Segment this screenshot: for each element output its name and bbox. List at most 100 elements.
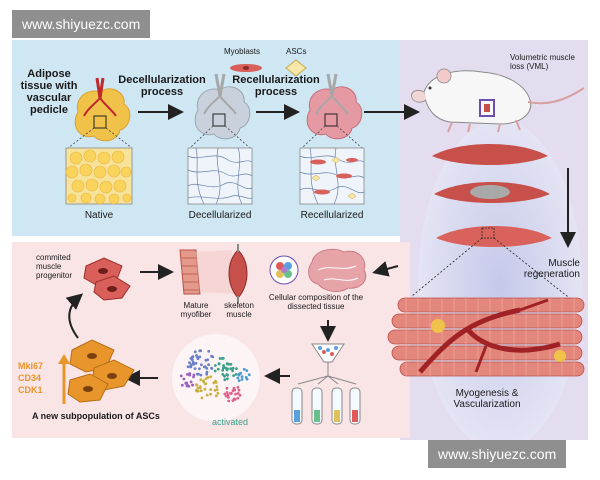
cluster-dot bbox=[237, 373, 241, 377]
cluster-dot bbox=[202, 365, 206, 369]
native-label: Native bbox=[84, 210, 114, 221]
cluster-dot bbox=[239, 371, 243, 375]
cluster-dot bbox=[186, 373, 189, 376]
cluster-dot bbox=[231, 399, 235, 402]
cluster-dot bbox=[245, 369, 249, 372]
cluster-dot bbox=[200, 363, 203, 367]
myoblasts-label: Myoblasts bbox=[224, 47, 261, 56]
cluster-dot bbox=[227, 396, 230, 399]
regeneration-label: Muscle regeneration bbox=[523, 258, 580, 280]
cluster-dot bbox=[235, 367, 238, 370]
cluster-dot bbox=[193, 367, 197, 370]
cluster-dot bbox=[236, 392, 240, 395]
cluster-dot bbox=[195, 354, 198, 357]
cell-sorter-icon bbox=[291, 343, 361, 425]
cluster-dot bbox=[209, 392, 213, 396]
muscle-fiber-bundle bbox=[387, 297, 585, 377]
cluster-dot bbox=[214, 379, 217, 383]
cluster-dot bbox=[223, 392, 227, 396]
mature-myofiber-label: Mature myofiber bbox=[180, 301, 212, 319]
cluster-dot bbox=[234, 373, 238, 376]
decellularized-label: Decellularized bbox=[188, 210, 252, 221]
cluster-dot bbox=[204, 382, 208, 385]
decellularized-scaffold-icon bbox=[194, 73, 251, 140]
cluster-dot bbox=[209, 375, 213, 379]
cluster-dot bbox=[199, 373, 203, 377]
muscle-progenitor-icon bbox=[83, 257, 131, 301]
cluster-dot bbox=[206, 358, 210, 362]
cluster-dot bbox=[205, 372, 209, 376]
watermark-top: www.shiyuezc.com bbox=[12, 10, 151, 38]
cluster-dot bbox=[206, 376, 210, 379]
cluster-dot bbox=[199, 378, 203, 382]
cluster-dot bbox=[209, 388, 213, 391]
cluster-dot bbox=[225, 386, 229, 390]
cluster-dot bbox=[226, 377, 229, 381]
injured-muscle-1 bbox=[432, 144, 548, 165]
cluster-dot bbox=[196, 386, 200, 390]
activated-label: activated bbox=[212, 417, 249, 427]
injured-muscle-2 bbox=[434, 182, 550, 203]
cluster-dot bbox=[205, 393, 209, 397]
recellularized-scaffold-icon bbox=[306, 73, 363, 140]
cluster-dot bbox=[218, 357, 222, 360]
cluster-dot bbox=[240, 378, 244, 381]
cluster-dot bbox=[237, 379, 241, 383]
cluster-dot bbox=[188, 372, 192, 375]
adipose-label: Adipose tissue with vascular pedicle bbox=[20, 68, 78, 117]
cluster-dot bbox=[210, 367, 214, 370]
recellularization-label: Recellularization process bbox=[232, 74, 320, 99]
regenerating-muscle bbox=[436, 226, 552, 247]
cluster-dot bbox=[194, 389, 198, 392]
cluster-dot bbox=[212, 381, 216, 385]
watermark-bottom: www.shiyuezc.com bbox=[428, 440, 567, 468]
cluster-dot bbox=[200, 396, 204, 400]
cluster-dot bbox=[224, 366, 228, 370]
cluster-dot bbox=[222, 364, 225, 367]
cluster-dot bbox=[225, 362, 229, 366]
cluster-dot bbox=[231, 389, 235, 392]
cluster-dot bbox=[236, 396, 240, 400]
cluster-dot bbox=[247, 373, 251, 377]
cluster-dot bbox=[199, 389, 203, 393]
cluster-dot bbox=[207, 363, 211, 367]
marker-mki67: Mki67 bbox=[18, 361, 44, 371]
cluster-dot bbox=[223, 374, 226, 378]
decellularized-zoom bbox=[187, 147, 253, 205]
ascs-label: ASCs bbox=[286, 47, 307, 56]
mature-myofiber-icon bbox=[179, 249, 236, 295]
marker-cdk1: CDK1 bbox=[18, 385, 43, 395]
cluster-dot bbox=[214, 394, 218, 398]
cluster-dot bbox=[179, 374, 183, 378]
cluster-dot bbox=[215, 388, 219, 392]
cluster-dot bbox=[226, 393, 230, 397]
recellularized-label: Recellularized bbox=[300, 210, 364, 221]
cluster-dot bbox=[227, 399, 231, 403]
subpopulation-label: A new subpopulation of ASCs bbox=[32, 411, 160, 421]
cluster-dot bbox=[221, 373, 225, 376]
cluster-dot bbox=[225, 391, 229, 394]
cluster-dot bbox=[191, 355, 195, 359]
cluster-dot bbox=[185, 384, 189, 388]
cluster-dot bbox=[192, 373, 196, 377]
cluster-dot bbox=[195, 383, 198, 387]
cluster-dot bbox=[231, 366, 235, 370]
cluster-dot bbox=[221, 368, 225, 372]
cluster-dot bbox=[225, 373, 229, 376]
cluster-dot bbox=[205, 370, 209, 374]
adipose-tissue-icon bbox=[74, 77, 131, 142]
cellular-composition-label: Cellular composition of the dissected ti… bbox=[268, 293, 364, 311]
cluster-dot bbox=[216, 391, 220, 395]
cluster-dot bbox=[186, 365, 190, 369]
mouse-icon bbox=[411, 68, 585, 133]
cluster-dot bbox=[198, 386, 202, 390]
progenitor-label: commited muscle progenitor bbox=[36, 253, 73, 280]
marker-cd34: CD34 bbox=[18, 373, 42, 383]
cluster-dot bbox=[215, 385, 219, 388]
cluster-dot bbox=[237, 388, 241, 392]
cluster-dot bbox=[234, 392, 237, 396]
cluster-dot bbox=[229, 391, 233, 395]
cluster-dot bbox=[229, 367, 233, 371]
cluster-dot bbox=[188, 361, 191, 364]
